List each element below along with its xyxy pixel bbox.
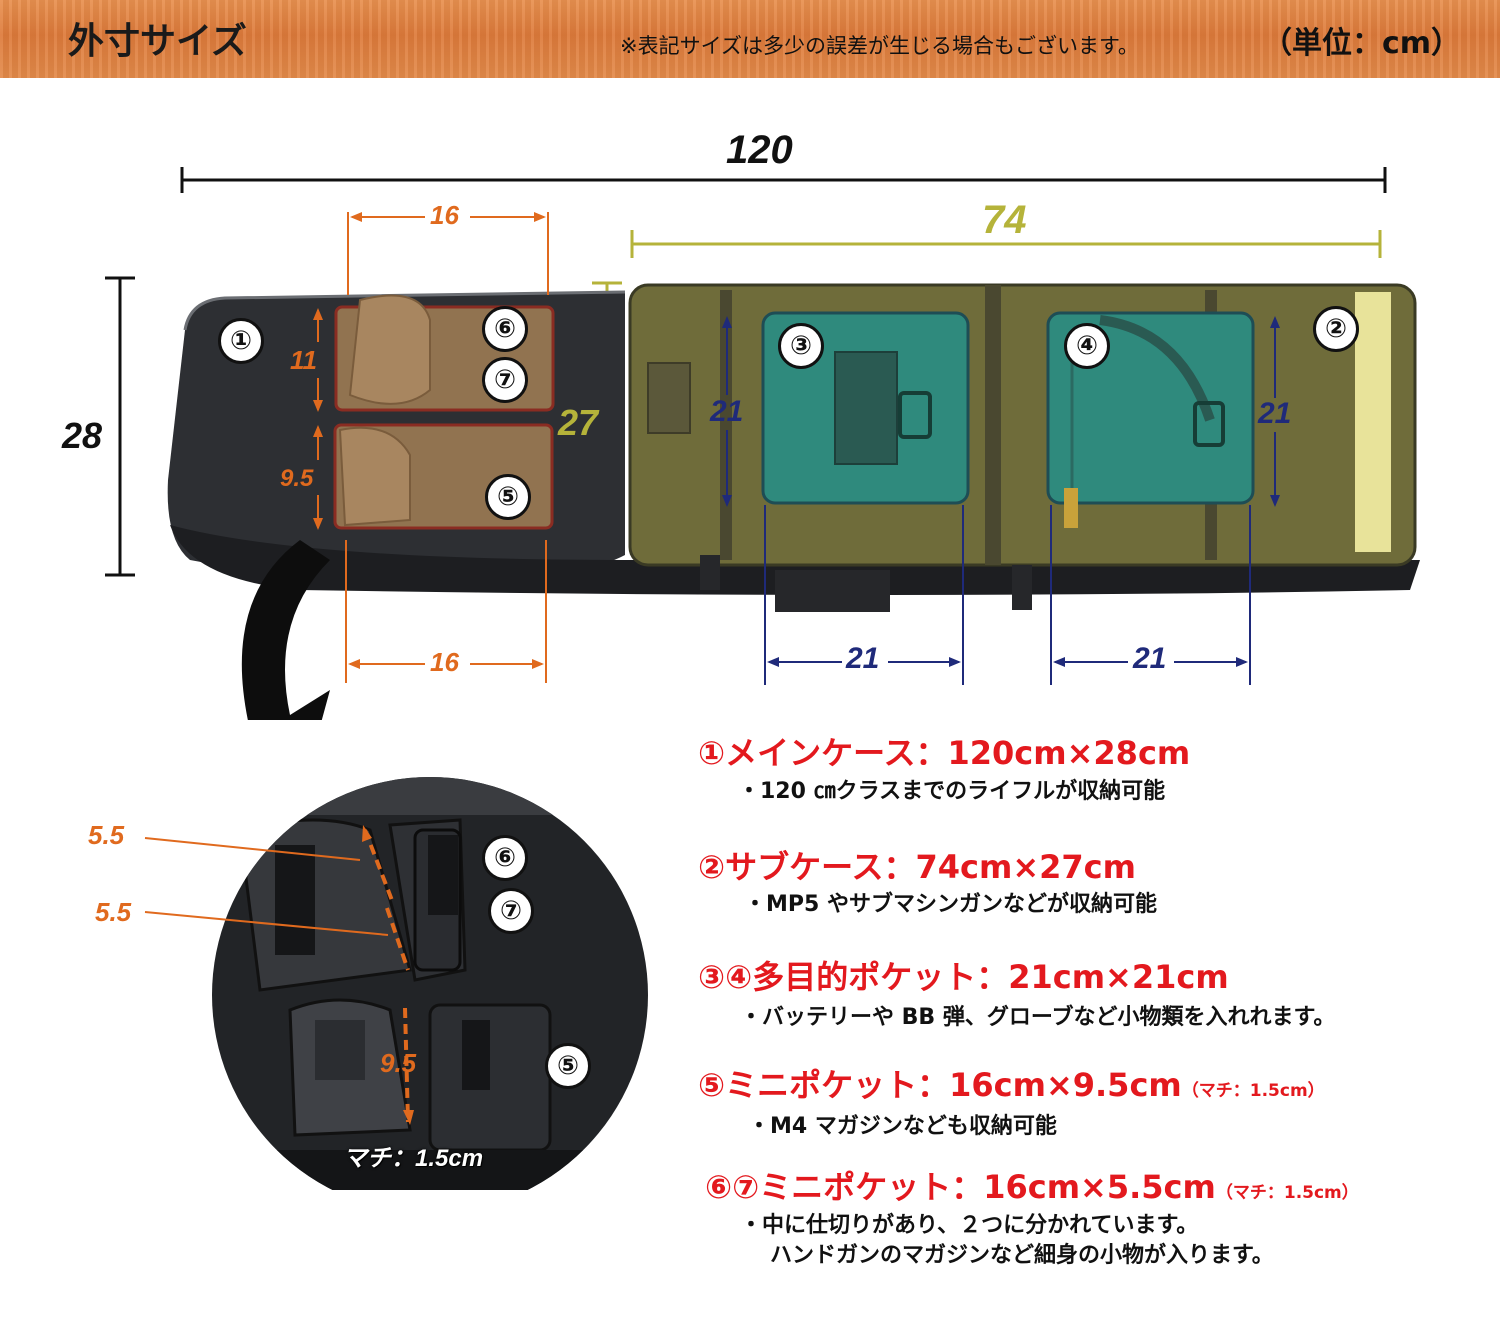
spec-5-sub: （マチ：1.5cm）: [1215, 1183, 1359, 1203]
marker-3: ③: [778, 323, 824, 369]
unit-label: （単位：cm）: [1262, 26, 1462, 61]
bag-diagram: [105, 167, 1420, 720]
dim-pocket4-width: 21: [1133, 642, 1167, 675]
spec-5-title-text: ⑥⑦ミニポケット：16cm×5.5cm: [705, 1168, 1216, 1206]
dim-pocket3-height: 21: [710, 395, 744, 428]
detail-leaders: [144, 837, 389, 936]
detail-marker-7: ⑦: [488, 888, 534, 934]
marker-6: ⑥: [482, 306, 528, 352]
detail-marker-5: ⑤: [545, 1043, 591, 1089]
dim-pocket4-height: 21: [1258, 397, 1292, 430]
dim-total-length: 120: [726, 128, 793, 172]
header-note: ※表記サイズは多少の誤差が生じる場合もございます。: [620, 34, 1139, 58]
spec-2-desc: ・MP5 やサブマシンガンなどが収納可能: [744, 892, 1157, 917]
dim-pocket-bottom-width: 16: [430, 647, 459, 677]
spec-4-desc: ・M4 マガジンなども収納可能: [748, 1114, 1057, 1139]
spec-4-title: ⑤ミニポケット：16cm×9.5cm（マチ：1.5cm）: [698, 1060, 1325, 1106]
detail-closeup: [212, 777, 648, 1190]
marker-7: ⑦: [482, 357, 528, 403]
dim-sub-length: 74: [982, 198, 1027, 242]
marker-1: ①: [218, 318, 264, 364]
detail-dim-b: 5.5: [95, 897, 132, 927]
dim-pocket67-height: 11: [290, 345, 317, 375]
detail-dim-c: 9.5: [380, 1048, 417, 1078]
detail-marker-6: ⑥: [482, 835, 528, 881]
spec-3-title: ③④多目的ポケット：21cm×21cm: [698, 958, 1229, 996]
header-bar: 外寸サイズ ※表記サイズは多少の誤差が生じる場合もございます。 （単位：cm）: [0, 0, 1500, 78]
marker-2: ②: [1313, 306, 1359, 352]
detail-dim-a: 5.5: [88, 820, 125, 850]
spec-5-desc2: ハンドガンのマガジンなど細身の小物が入ります。: [770, 1243, 1274, 1268]
spec-5-title: ⑥⑦ミニポケット：16cm×5.5cm（マチ：1.5cm）: [705, 1162, 1359, 1208]
dim-height: 28: [62, 415, 103, 456]
marker-4: ④: [1064, 323, 1110, 369]
detail-gusset: マチ：1.5cm: [343, 1145, 484, 1172]
spec-3-desc: ・バッテリーや BB 弾、グローブなど小物類を入れれます。: [740, 1005, 1336, 1030]
wood-texture: [0, 0, 1500, 78]
spec-1-title: ①メインケース：120cm×28cm: [698, 734, 1191, 772]
spec-4-title-text: ⑤ミニポケット：16cm×9.5cm: [698, 1066, 1182, 1104]
marker-5: ⑤: [485, 474, 531, 520]
spec-2-title: ②サブケース：74cm×27cm: [698, 848, 1136, 886]
dim-pocket-top-width: 16: [430, 200, 459, 230]
page-title: 外寸サイズ: [68, 21, 247, 62]
spec-1-desc: ・120 ㎝クラスまでのライフルが収納可能: [738, 779, 1166, 804]
dim-pocket5-height: 9.5: [280, 465, 314, 492]
dim-pocket3-width: 21: [846, 642, 880, 675]
spec-4-sub: （マチ：1.5cm）: [1181, 1081, 1325, 1101]
spec-5-desc: ・中に仕切りがあり、２つに分かれています。: [740, 1213, 1199, 1238]
dim-sub-height: 27: [558, 402, 599, 443]
